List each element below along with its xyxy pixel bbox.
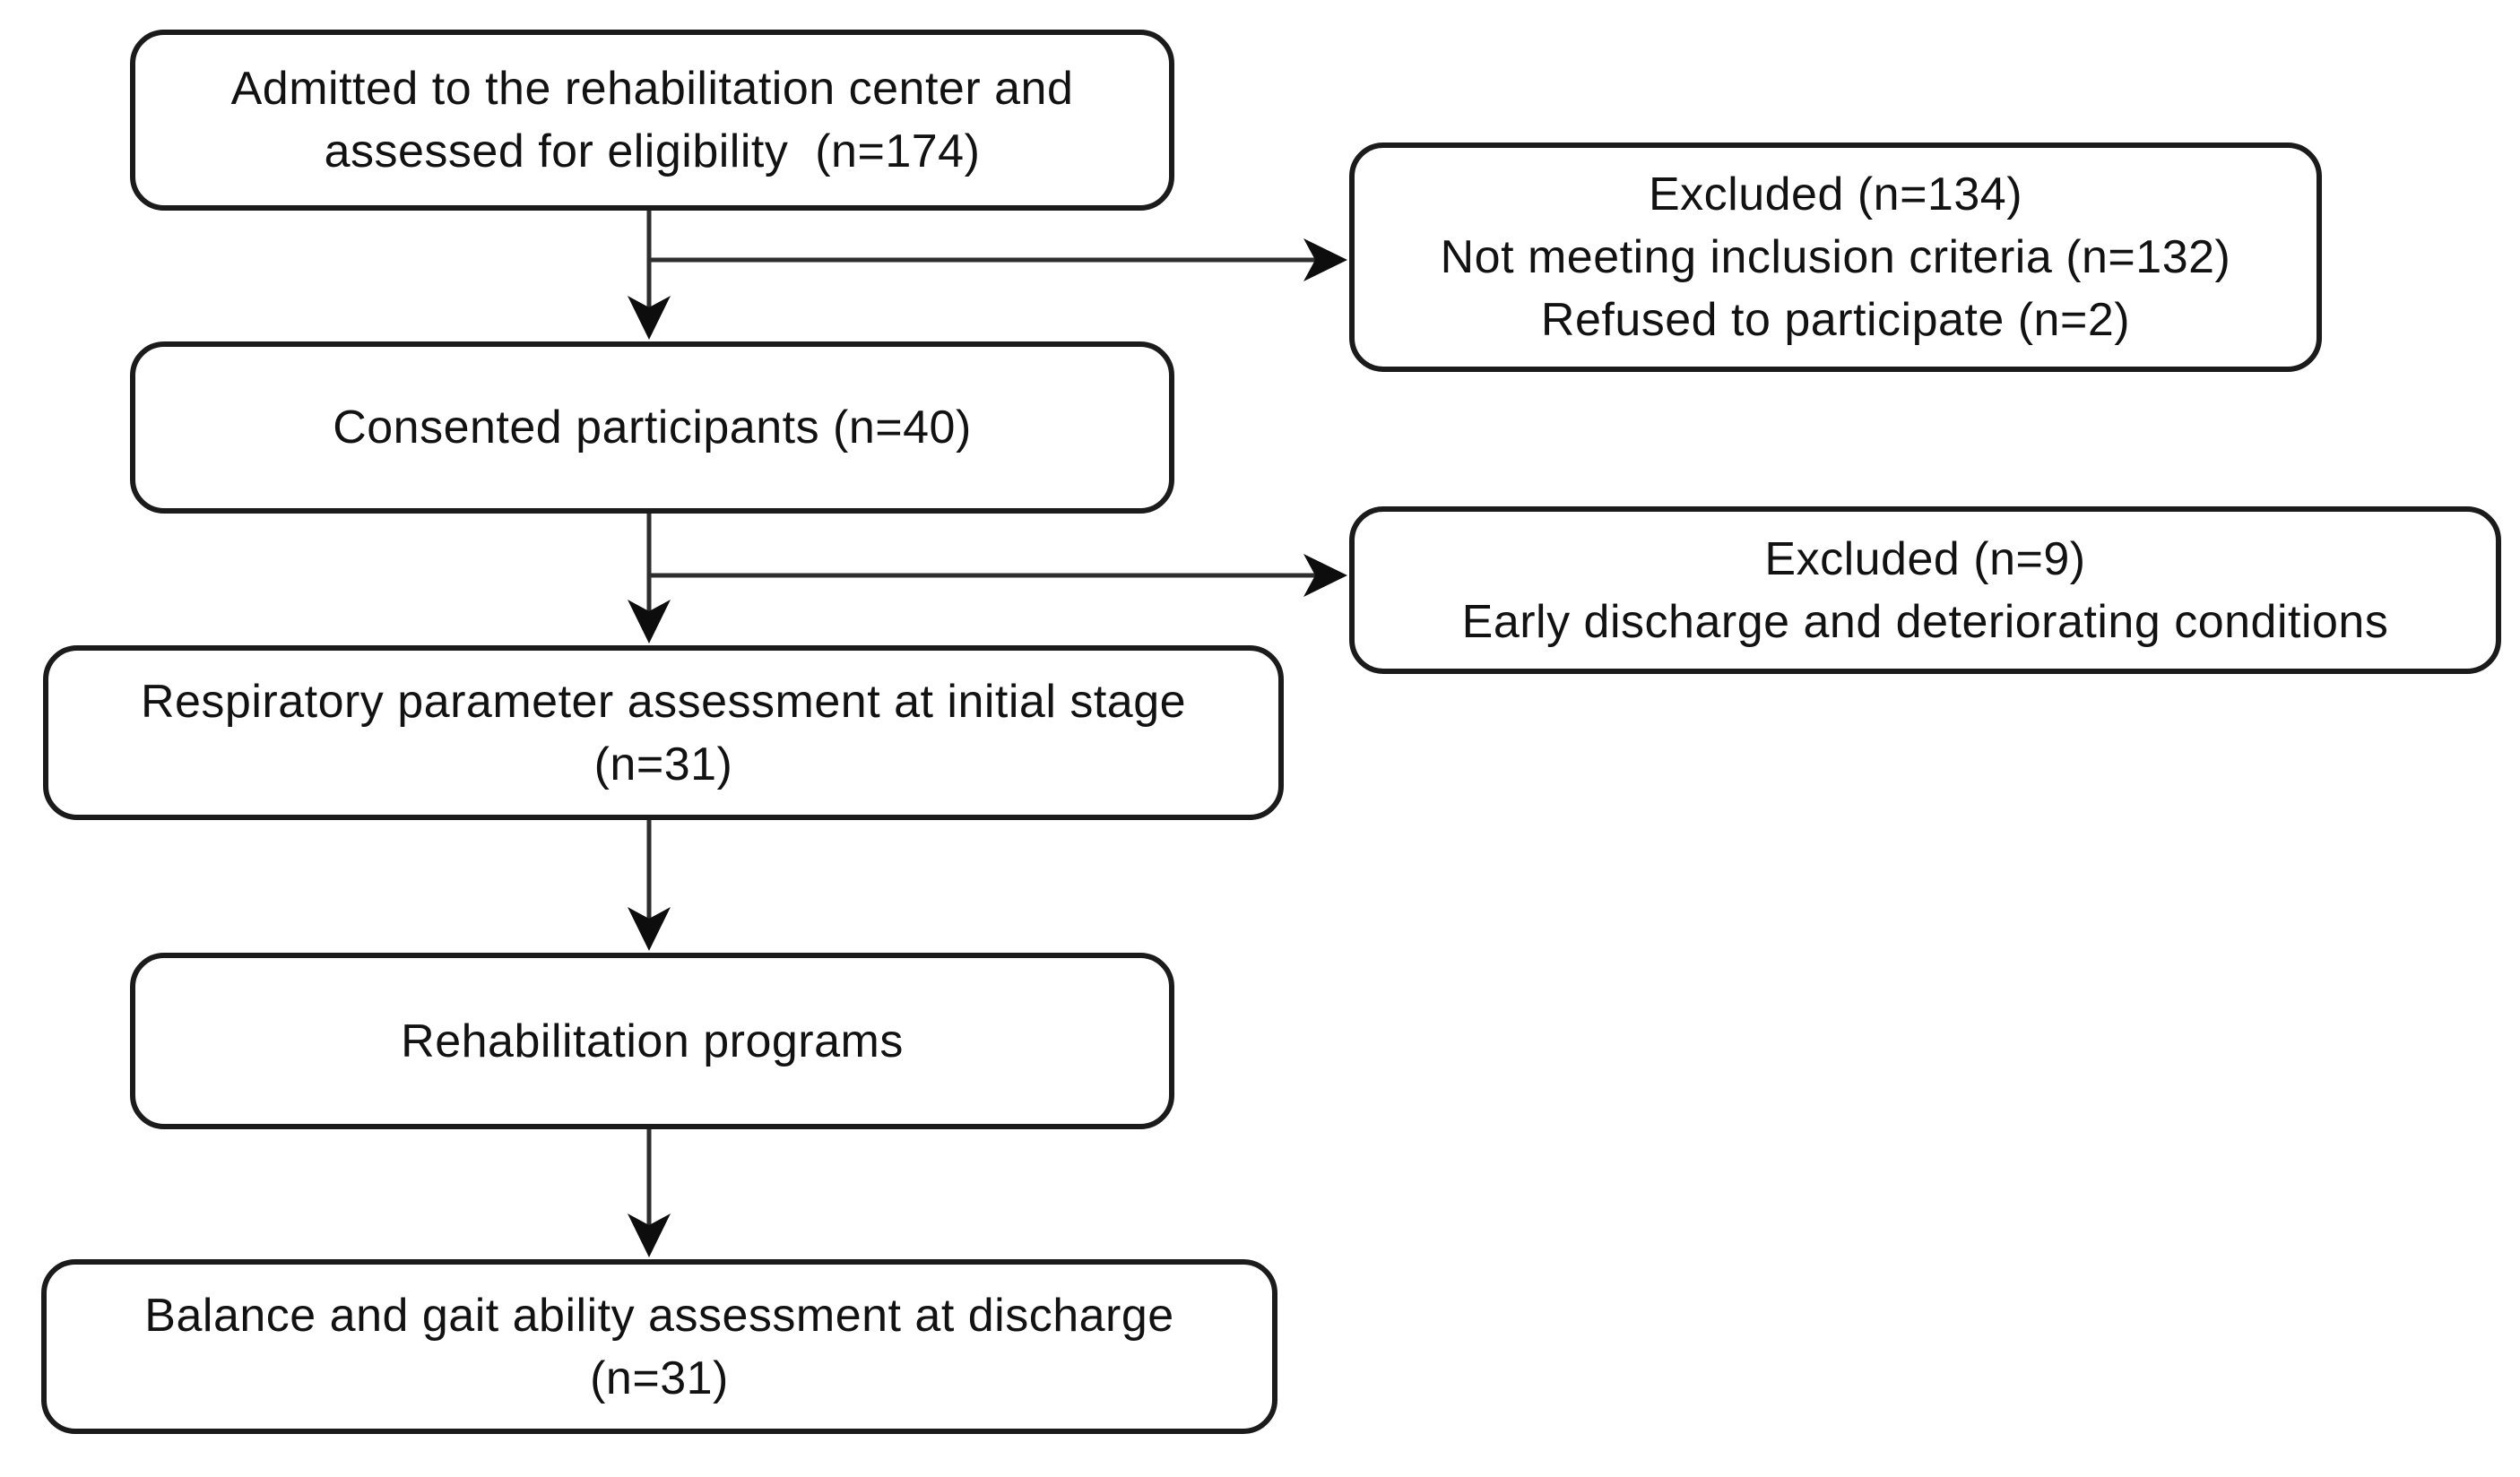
box-admitted-text-line-2: assessed for eligibility (n=174) (324, 125, 981, 177)
box-balance-text-line-2: (n=31) (590, 1352, 729, 1404)
box-excluded-discharge-text-line-1: Excluded (n=9) (1764, 532, 2086, 585)
box-excluded-eligibility-text-line-1: Excluded (n=134) (1648, 168, 2023, 220)
arrowhead-admitted-to-consented (628, 296, 671, 340)
box-respiratory-text-line-1: Respiratory parameter assessment at init… (140, 675, 1187, 728)
box-balance-text-line-1: Balance and gait ability assessment at d… (144, 1289, 1174, 1342)
arrowhead-excluded-discharge (1303, 554, 1347, 597)
box-excluded-eligibility-text-line-2: Not meeting inclusion criteria (n=132) (1440, 231, 2231, 283)
box-admitted-text-line-1: Admitted to the rehabilitation center an… (230, 63, 1074, 115)
box-excluded-discharge-text-line-2: Early discharge and deteriorating condit… (1461, 595, 2389, 648)
box-admitted-eligibility: Admitted to the rehabilitation center an… (130, 30, 1174, 211)
box-consented-text-line-1: Consented participants (n=40) (333, 402, 972, 453)
box-respiratory-assessment: Respiratory parameter assessment at init… (43, 645, 1284, 820)
arrowhead-consented-to-respiratory (628, 600, 671, 643)
arrowhead-rehabilitation-to-balance (628, 1214, 671, 1257)
arrowhead-excluded-eligibility (1303, 238, 1347, 281)
box-rehabilitation-programs: Rehabilitation programs (130, 953, 1174, 1129)
box-balance-gait-assessment: Balance and gait ability assessment at d… (41, 1259, 1277, 1434)
box-excluded-discharge: Excluded (n=9) Early discharge and deter… (1349, 506, 2501, 674)
box-respiratory-text-line-2: (n=31) (593, 738, 733, 790)
box-excluded-eligibility: Excluded (n=134) Not meeting inclusion c… (1349, 143, 2322, 372)
box-excluded-eligibility-text-line-3: Refused to participate (n=2) (1540, 294, 2131, 346)
box-consented-participants: Consented participants (n=40) (130, 341, 1174, 514)
arrowhead-respiratory-to-rehabilitation (628, 907, 671, 951)
box-rehabilitation-text-line-1: Rehabilitation programs (401, 1015, 904, 1067)
